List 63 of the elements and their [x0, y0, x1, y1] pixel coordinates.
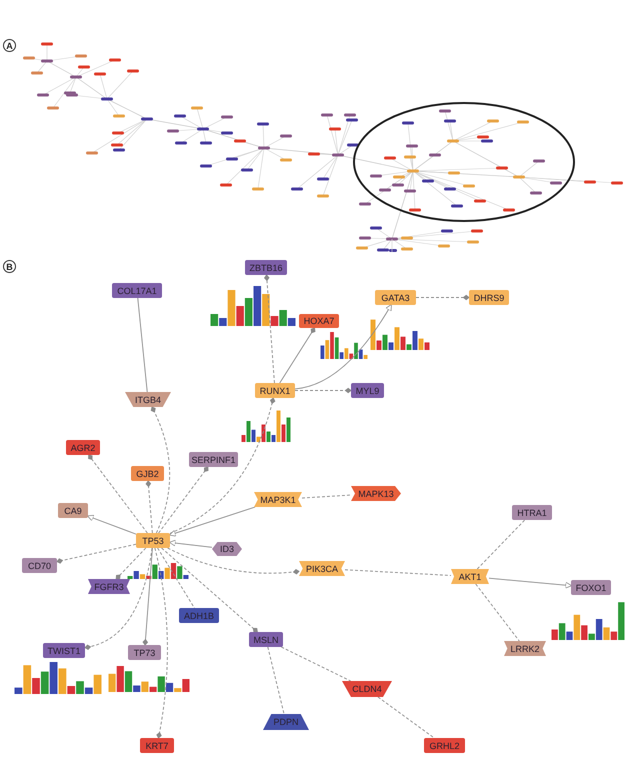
connector-line: [170, 397, 276, 534]
gene-node: MYL9: [351, 383, 384, 398]
gene-node: FGFR3: [88, 579, 130, 594]
gene-node: HOXA7: [299, 314, 339, 328]
gene-node: ITGB4: [125, 392, 171, 407]
connector-line: [294, 304, 392, 390]
gene-node: ID3: [212, 542, 242, 556]
panel-letter: B: [3, 260, 16, 273]
connector-line: [302, 494, 352, 498]
gene-node: AKT1: [451, 569, 489, 584]
connector-line: [264, 274, 275, 384]
gene-node: KRT7: [140, 738, 174, 753]
gene-node: ADH1B: [179, 608, 219, 623]
connector-line: [344, 569, 452, 576]
connector-line: [87, 514, 136, 535]
gene-node: HTRA1: [512, 505, 552, 520]
connector-line: [416, 294, 470, 300]
gene-node: GRHL2: [424, 738, 465, 753]
connector-line: [294, 388, 352, 394]
connector-line: [169, 540, 212, 548]
connector-line: [280, 646, 352, 682]
gene-node: COL17A1: [112, 283, 162, 298]
connector-line: [146, 480, 153, 534]
connector-line: [137, 298, 148, 392]
gene-node: SERPINF1: [189, 452, 238, 467]
connector-line: [475, 584, 520, 642]
gene-node: RUNX1: [255, 383, 295, 398]
gene-node: PIK3CA: [299, 561, 345, 576]
gene-node: CLDN4: [342, 681, 392, 697]
gene-node: PDPN: [263, 714, 309, 730]
connector-line: [150, 406, 170, 534]
gene-node: MSLN: [249, 632, 283, 647]
connector-line: [88, 454, 148, 534]
connector-line: [167, 548, 300, 574]
connector-line: [476, 520, 526, 570]
connector-line: [279, 327, 316, 384]
connector-line: [116, 548, 146, 580]
gene-node: TP53: [136, 533, 170, 548]
gene-node: GATA3: [375, 290, 416, 305]
gene-node: LRRK2: [504, 641, 546, 656]
gene-node: TWIST1: [43, 643, 85, 658]
gene-node: CD70: [22, 558, 57, 573]
connector-line: [267, 646, 284, 714]
gene-node: CA9: [58, 503, 88, 518]
connector-line: [154, 548, 168, 739]
connector-line: [84, 548, 152, 650]
gene-node: MAP3K1: [254, 492, 302, 507]
connector-line: [157, 548, 195, 608]
gene-node: FOXO1: [571, 580, 611, 595]
connector-line: [161, 548, 258, 632]
connector-line: [56, 544, 136, 564]
gene-node: AGR2: [66, 440, 100, 455]
gene-node: DHRS9: [469, 290, 509, 305]
connector-line: [378, 696, 435, 738]
gene-node: GJB2: [131, 466, 164, 481]
connector-line: [142, 548, 153, 646]
gene-node: MAPK13: [351, 486, 401, 501]
connector-line: [488, 578, 572, 589]
gene-node: ZBTB16: [245, 260, 287, 275]
gene-node: TP73: [128, 645, 161, 660]
connector-line: [169, 506, 256, 536]
connector-line: [158, 466, 208, 534]
panel-letter: A: [3, 39, 16, 52]
